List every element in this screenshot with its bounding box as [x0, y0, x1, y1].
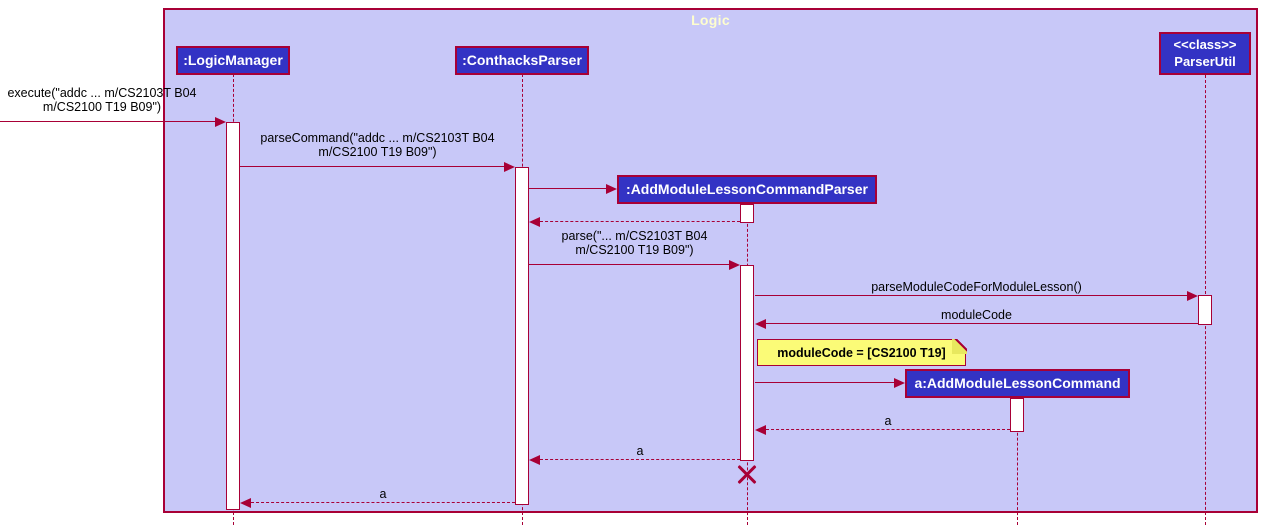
message-create-parser-arrowhead-icon [606, 184, 617, 194]
message-parse-command-line [240, 166, 506, 167]
note-fold-icon [951, 338, 967, 354]
destroy-x-icon [735, 462, 759, 486]
message-execute-line [0, 121, 217, 122]
participant-parser-util-stereotype: <<class>> [1173, 37, 1237, 53]
participant-add-module-lesson-command: a:AddModuleLessonCommand [905, 369, 1130, 398]
activation-logic-manager [226, 122, 240, 510]
message-execute-arrowhead-icon [215, 117, 226, 127]
activation-parser-create [740, 204, 754, 223]
message-parse-module-code-arrowhead-icon [1187, 291, 1198, 301]
message-module-code-label: moduleCode [941, 308, 1012, 322]
activation-parser-parse [740, 265, 754, 461]
message-execute-label: execute("addc ... m/CS2103T B04 m/CS2100… [7, 86, 197, 114]
message-parse-module-code-line [755, 295, 1189, 296]
activation-conthacks-parser [515, 167, 529, 505]
message-parse-line [529, 264, 731, 265]
activation-add-module-lesson-command [1010, 398, 1024, 432]
message-create-command-arrowhead-icon [894, 378, 905, 388]
return-a-logic-line [251, 502, 515, 503]
participant-parser-util: <<class>> ParserUtil [1159, 32, 1251, 75]
return-a-command-arrowhead-icon [755, 425, 766, 435]
frame-title: Logic [691, 12, 730, 28]
return-a-logic-arrowhead-icon [240, 498, 251, 508]
return-a-parser-arrowhead-icon [529, 455, 540, 465]
logic-frame [163, 8, 1258, 513]
return-parser-created-line [540, 221, 740, 222]
return-a-command-label: a [884, 414, 892, 428]
message-create-command-line [755, 382, 896, 383]
message-module-code-line [766, 323, 1198, 324]
message-parse-module-code-label: parseModuleCodeForModuleLesson() [871, 280, 1082, 294]
return-parser-created-arrowhead-icon [529, 217, 540, 227]
message-parse-command-arrowhead-icon [504, 162, 515, 172]
return-a-command-line [766, 429, 1010, 430]
message-create-parser-line [529, 188, 608, 189]
lifeline-add-module-lesson-command [1017, 398, 1018, 525]
participant-parser-util-name: ParserUtil [1174, 53, 1236, 69]
message-parse-arrowhead-icon [729, 260, 740, 270]
message-module-code-arrowhead-icon [755, 319, 766, 329]
note-module-code: moduleCode = [CS2100 T19] [757, 338, 967, 366]
message-parse-command-label: parseCommand("addc ... m/CS2103T B04 m/C… [260, 131, 495, 159]
return-a-logic-label: a [379, 487, 387, 501]
participant-conthacks-parser: :ConthacksParser [455, 46, 589, 75]
activation-parser-util [1198, 295, 1212, 325]
return-a-parser-line [540, 459, 740, 460]
message-parse-label: parse("... m/CS2103T B04 m/CS2100 T19 B0… [561, 229, 708, 257]
participant-logic-manager: :LogicManager [176, 46, 290, 75]
return-a-parser-label: a [636, 444, 644, 458]
participant-add-module-lesson-command-parser: :AddModuleLessonCommandParser [617, 175, 877, 204]
